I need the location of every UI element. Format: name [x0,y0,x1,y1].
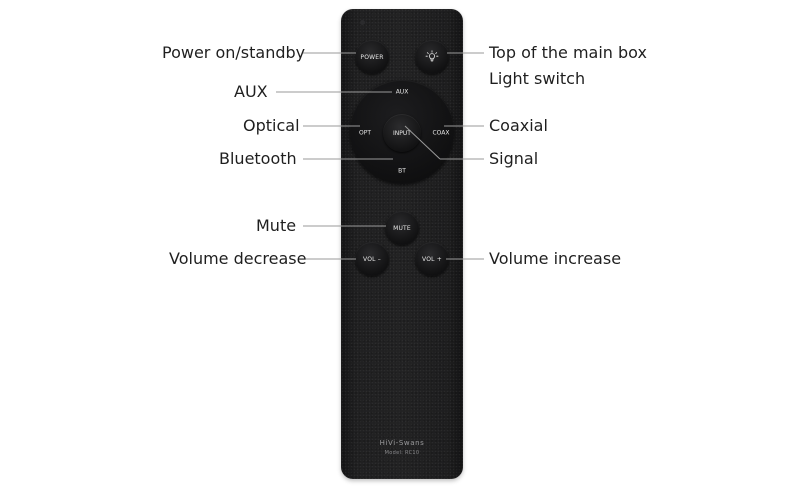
power-button-label: POWER [360,53,384,61]
label-coaxial: Coaxial [489,116,548,135]
input-button-label: INPUT [393,129,411,137]
brand-name: HiVi-Swans [379,439,425,447]
aux-button[interactable]: AUX [395,88,409,96]
label-light-switch: Light switch [489,69,586,88]
input-selector-ring[interactable]: AUX OPT COAX BT INPUT [350,80,454,184]
label-power: Power on/standby [162,43,306,62]
bt-button[interactable]: BT [398,167,406,175]
remote-control: POWER AUX [341,9,463,479]
label-volume-increase: Volume increase [489,249,622,268]
opt-button[interactable]: OPT [358,129,372,137]
volume-up-label: VOL + [422,255,442,263]
coax-button[interactable]: COAX [432,129,450,137]
label-signal: Signal [489,149,539,168]
input-button[interactable]: INPUT [383,114,421,152]
label-aux: AUX [234,82,268,101]
ir-window [360,20,365,25]
volume-down-label: VOL – [363,255,381,263]
light-bulb-icon [425,50,439,64]
volume-up-button[interactable]: VOL + [415,242,449,276]
volume-down-button[interactable]: VOL – [355,242,389,276]
mute-button[interactable]: MUTE [385,211,419,245]
label-mute: Mute [256,216,297,235]
power-button[interactable]: POWER [355,40,389,74]
label-volume-decrease: Volume decrease [169,249,307,268]
light-switch-button[interactable] [415,40,449,74]
mute-button-label: MUTE [393,224,411,232]
model-number: Model: RC10 [384,450,420,456]
label-top-box: Top of the main box [489,43,647,62]
label-bluetooth: Bluetooth [219,149,297,168]
label-optical: Optical [243,116,300,135]
